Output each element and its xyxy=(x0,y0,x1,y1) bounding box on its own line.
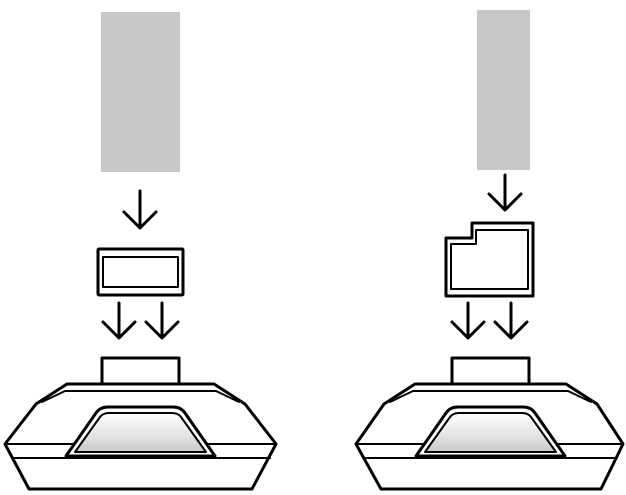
right-arrows-out xyxy=(450,301,529,340)
right-arrow-in xyxy=(487,173,523,212)
left-device xyxy=(3,356,278,491)
right-gray-strip xyxy=(477,10,530,170)
right-adapter xyxy=(444,221,535,298)
right-panel xyxy=(354,10,625,491)
right-device xyxy=(354,356,625,491)
left-gray-strip xyxy=(101,12,180,172)
left-arrows-out xyxy=(101,301,180,340)
left-arrow-in xyxy=(122,189,158,230)
left-adapter xyxy=(96,247,185,297)
left-panel xyxy=(3,12,278,491)
